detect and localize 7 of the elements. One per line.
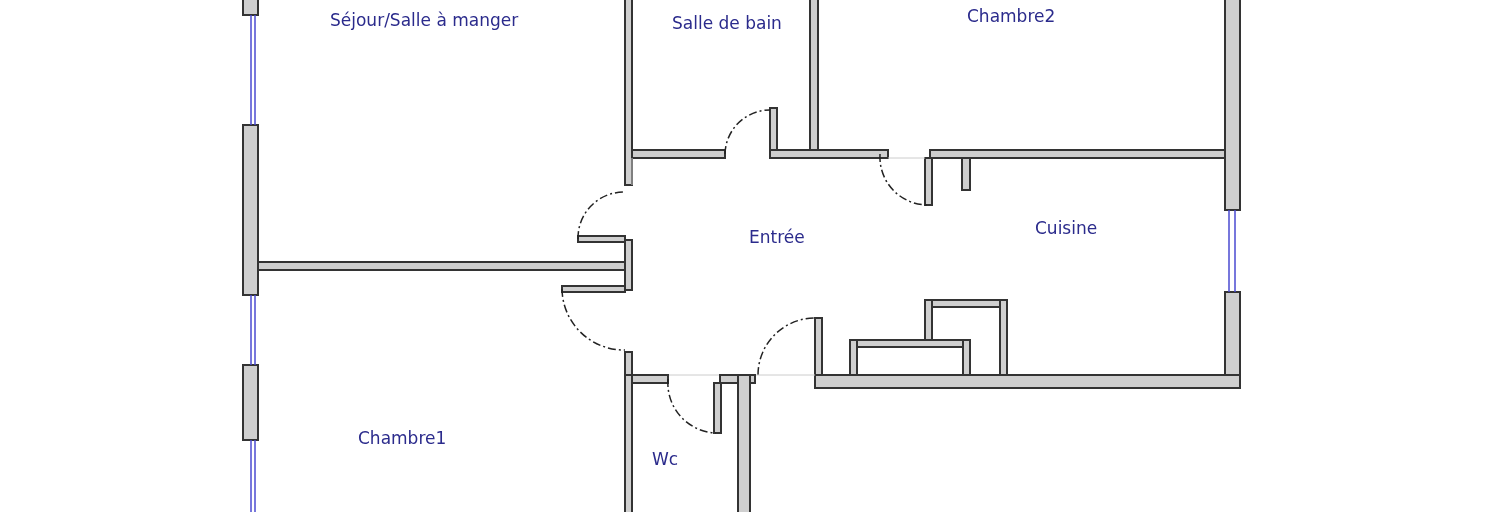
room-label: Wc [652, 449, 679, 469]
room-label: Séjour/Salle à manger [330, 10, 519, 30]
room-label: Entrée [749, 227, 805, 247]
room-label: Chambre2 [967, 6, 1056, 26]
room-label: Chambre1 [358, 428, 447, 448]
room-label: Salle de bain [672, 13, 782, 33]
room-label: Cuisine [1035, 218, 1098, 238]
